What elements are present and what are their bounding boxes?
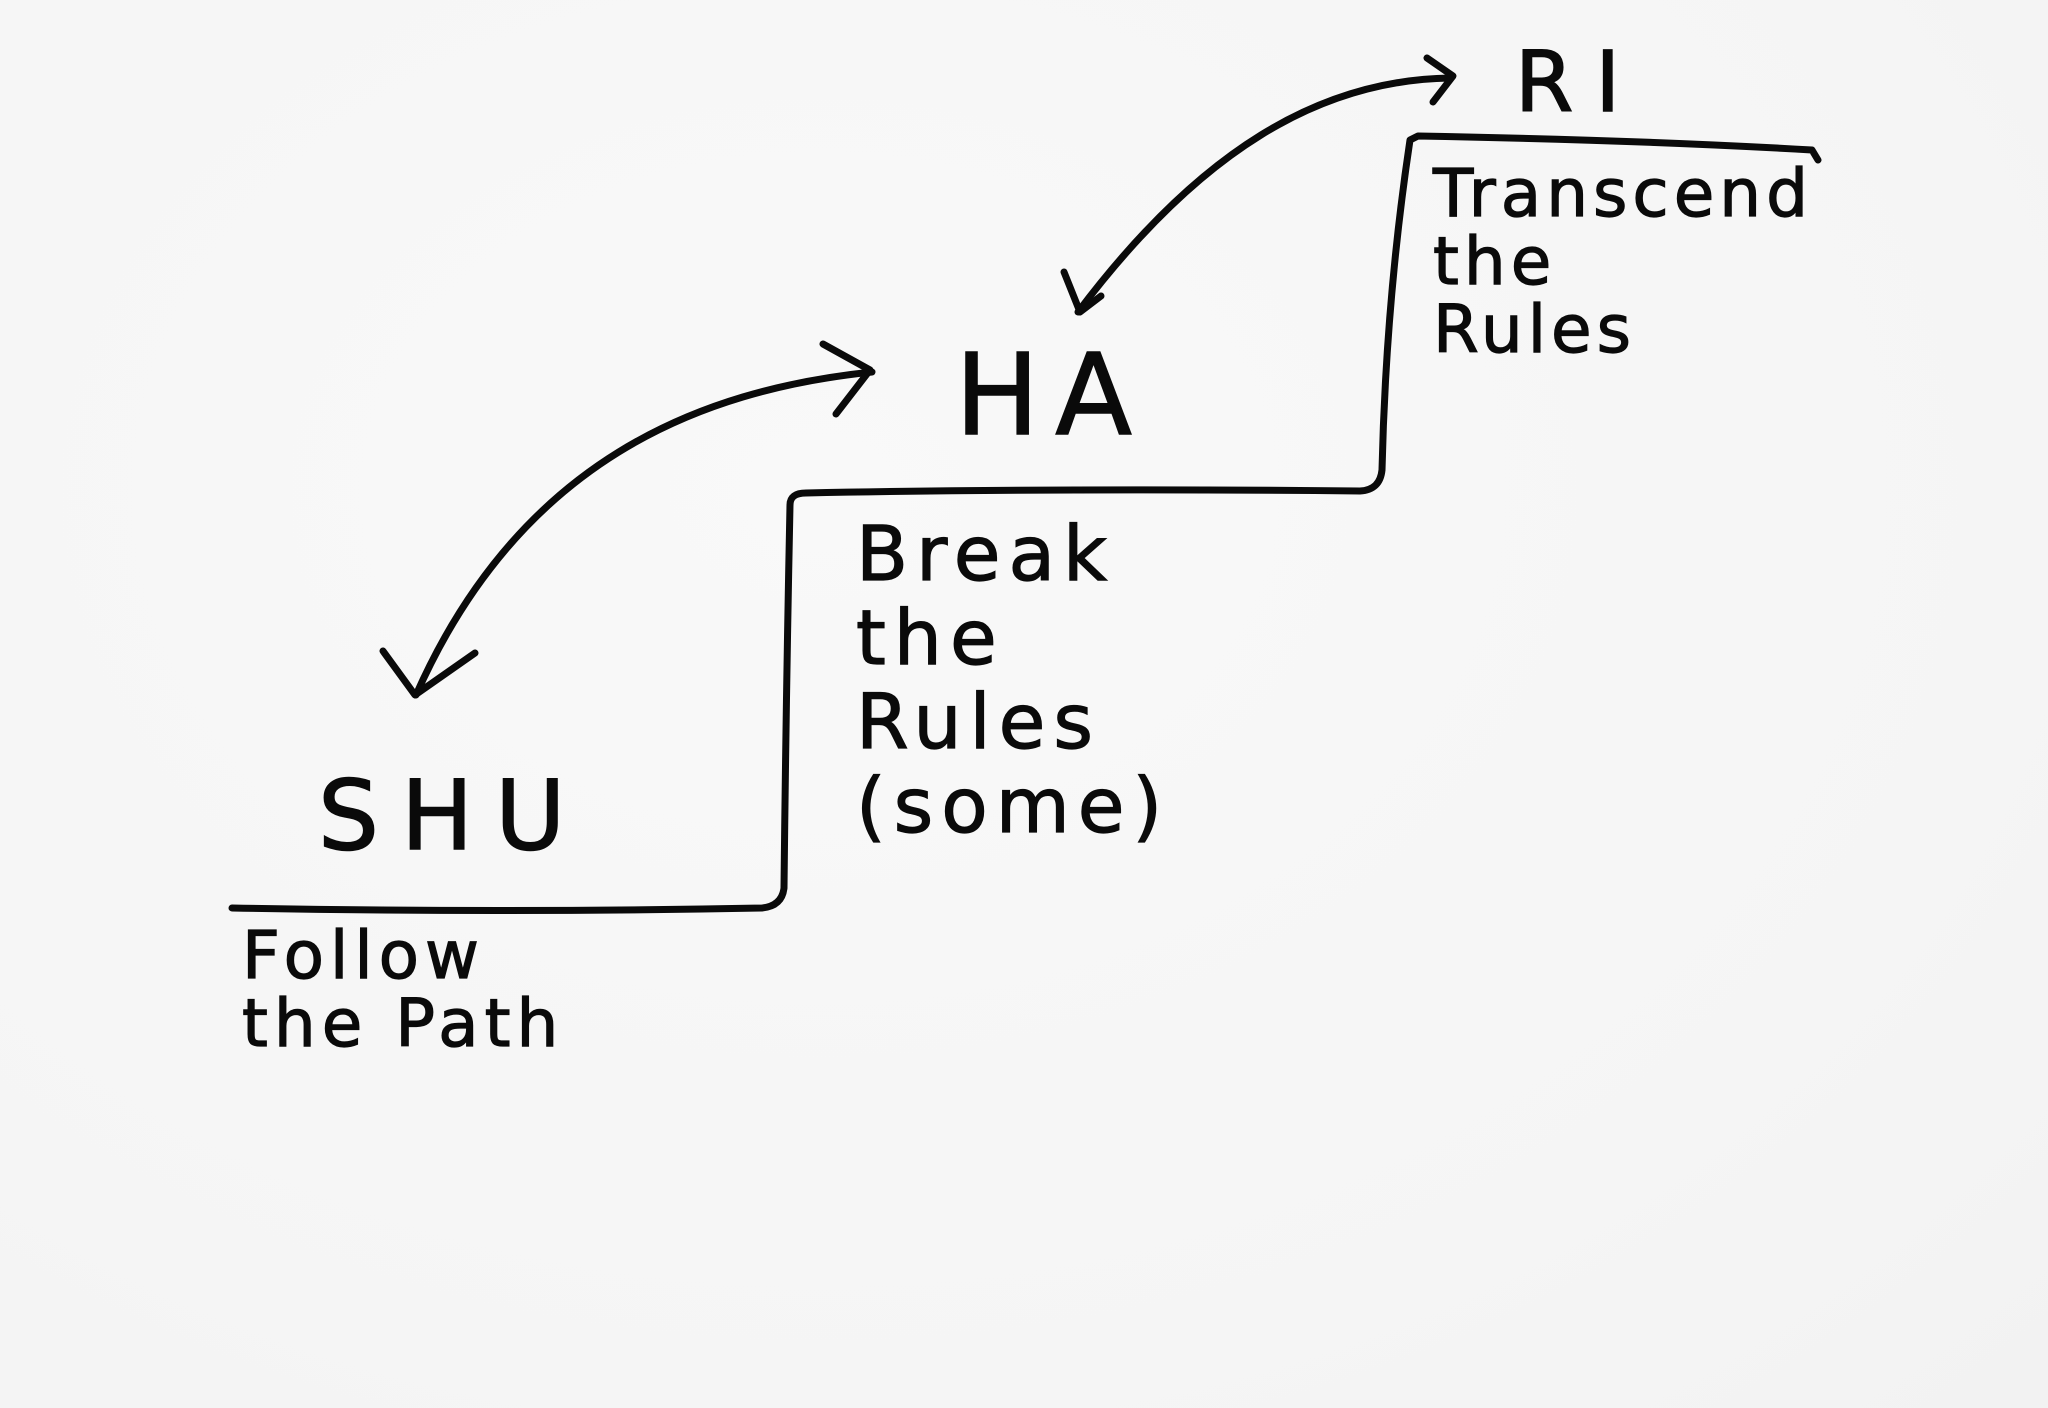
ha-description: Break the Rules (some) [855,509,1171,850]
ha-description-line: the [855,593,1005,682]
shu-description-line: Follow [241,917,486,994]
shu-ha-arrowhead-down [379,647,479,699]
ha-description-line: (some) [855,761,1171,850]
ri-description: Transcend the Rules [1432,155,1814,368]
ri-description-line: Transcend [1432,155,1814,232]
staircase-line [228,132,1822,914]
ri-description-line: Rules [1432,291,1637,368]
shu-ha-arrowhead-right [819,340,874,418]
ha-ri-arrowhead-down [1060,268,1105,316]
ha-ri-arc [1074,74,1454,316]
ha-title: HA [954,331,1148,461]
ha-description-line: Break [855,509,1116,598]
ha-description-line: Rules [855,677,1102,766]
shu-description-line: the Path [241,985,565,1062]
ha-ri-arrowhead-right [1423,54,1457,106]
shu-ha-arc [412,368,876,699]
ri-description-line: the [1432,223,1557,300]
shu-description: Follow the Path [241,917,565,1062]
shu-title: SHU [317,760,588,872]
ri-title: RI [1514,33,1643,131]
